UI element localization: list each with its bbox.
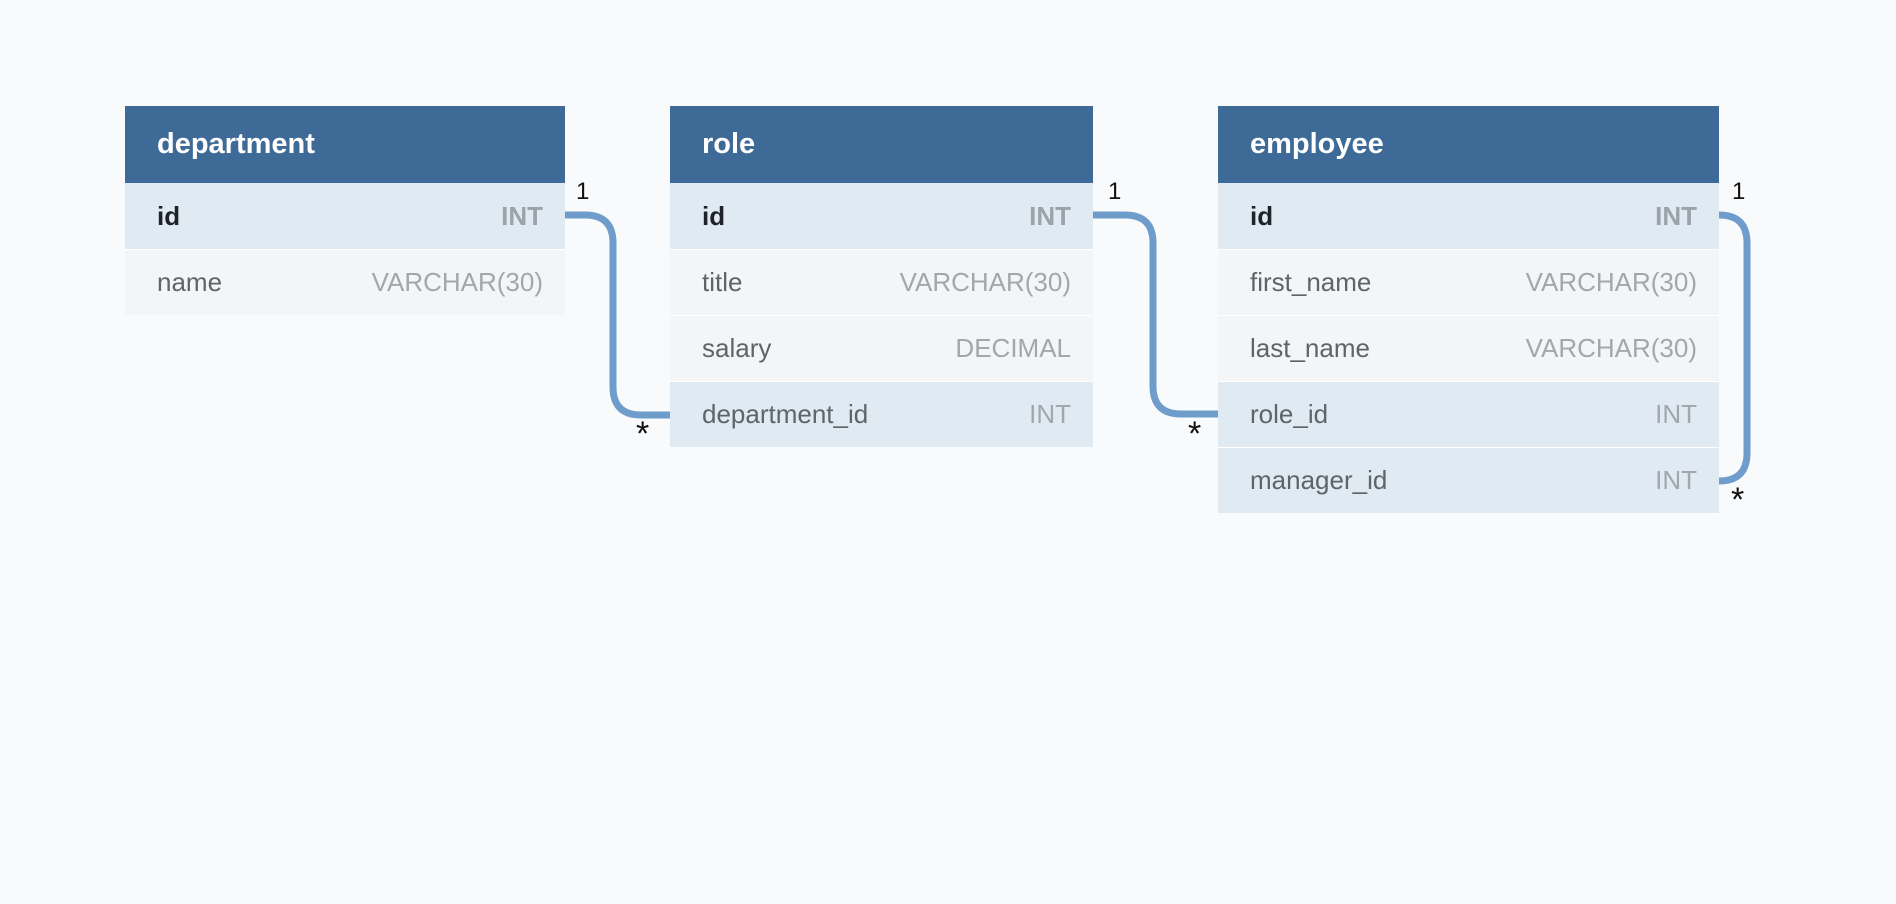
attribute-name: last_name (1250, 333, 1370, 363)
attribute-type: DECIMAL (955, 333, 1071, 363)
relationship-line-role-employee (1093, 211, 1218, 418)
cardinality-label-one: 1 (1108, 178, 1122, 205)
entity-role: role id INT title VARCHAR(30) salary DEC… (670, 106, 1093, 447)
attribute-type: VARCHAR(30) (371, 267, 543, 297)
attribute-type: INT (1029, 399, 1071, 429)
entity-role-title: role (702, 128, 756, 160)
attribute-type: VARCHAR(30) (899, 267, 1071, 297)
attribute-name: id (157, 200, 181, 231)
attribute-type: VARCHAR(30) (1525, 333, 1697, 363)
attribute-type: INT (1655, 200, 1697, 231)
attribute-name: manager_id (1250, 465, 1388, 495)
cardinality-label-one: 1 (576, 178, 590, 205)
entity-employee-header: employee (1218, 106, 1719, 183)
attribute-row-role-title: title VARCHAR(30) (670, 249, 1093, 315)
attribute-name: role_id (1250, 399, 1329, 429)
attribute-type: INT (1029, 200, 1071, 231)
attribute-name: salary (702, 333, 772, 363)
attribute-name: department_id (702, 399, 869, 429)
cardinality-label-many: * (636, 415, 650, 453)
attribute-name: first_name (1250, 267, 1372, 297)
attribute-row-department-id: id INT (125, 183, 565, 249)
attribute-name: name (157, 267, 223, 297)
attribute-type: INT (1655, 465, 1697, 495)
relationship-line-employee-self (1718, 211, 1751, 485)
attribute-row-role-salary: salary DECIMAL (670, 315, 1093, 381)
attribute-row-department-name: name VARCHAR(30) (125, 249, 565, 315)
cardinality-label-one: 1 (1732, 178, 1746, 205)
entity-department-title: department (157, 128, 315, 160)
attribute-row-employee-first-name: first_name VARCHAR(30) (1218, 249, 1719, 315)
attribute-type: INT (501, 200, 543, 231)
attribute-type: VARCHAR(30) (1525, 267, 1697, 297)
entity-department-header: department (125, 106, 565, 183)
attribute-row-role-id: id INT (670, 183, 1093, 249)
attribute-row-employee-manager-id: manager_id INT (1218, 447, 1719, 513)
entity-employee-title: employee (1250, 128, 1384, 160)
attribute-row-employee-role-id: role_id INT (1218, 381, 1719, 447)
relationship-line-department-role (565, 211, 670, 419)
attribute-row-employee-id: id INT (1218, 183, 1719, 249)
attribute-row-employee-last-name: last_name VARCHAR(30) (1218, 315, 1719, 381)
attribute-name: id (702, 200, 726, 231)
entity-employee: employee id INT first_name VARCHAR(30) l… (1218, 106, 1719, 513)
cardinality-label-many: * (1188, 415, 1202, 453)
attribute-type: INT (1655, 399, 1697, 429)
entity-department: department id INT name VARCHAR(30) (125, 106, 565, 315)
attribute-name: id (1250, 200, 1274, 231)
entity-role-header: role (670, 106, 1093, 183)
attribute-row-role-department-id: department_id INT (670, 381, 1093, 447)
cardinality-label-many: * (1731, 481, 1745, 519)
attribute-name: title (702, 267, 743, 297)
